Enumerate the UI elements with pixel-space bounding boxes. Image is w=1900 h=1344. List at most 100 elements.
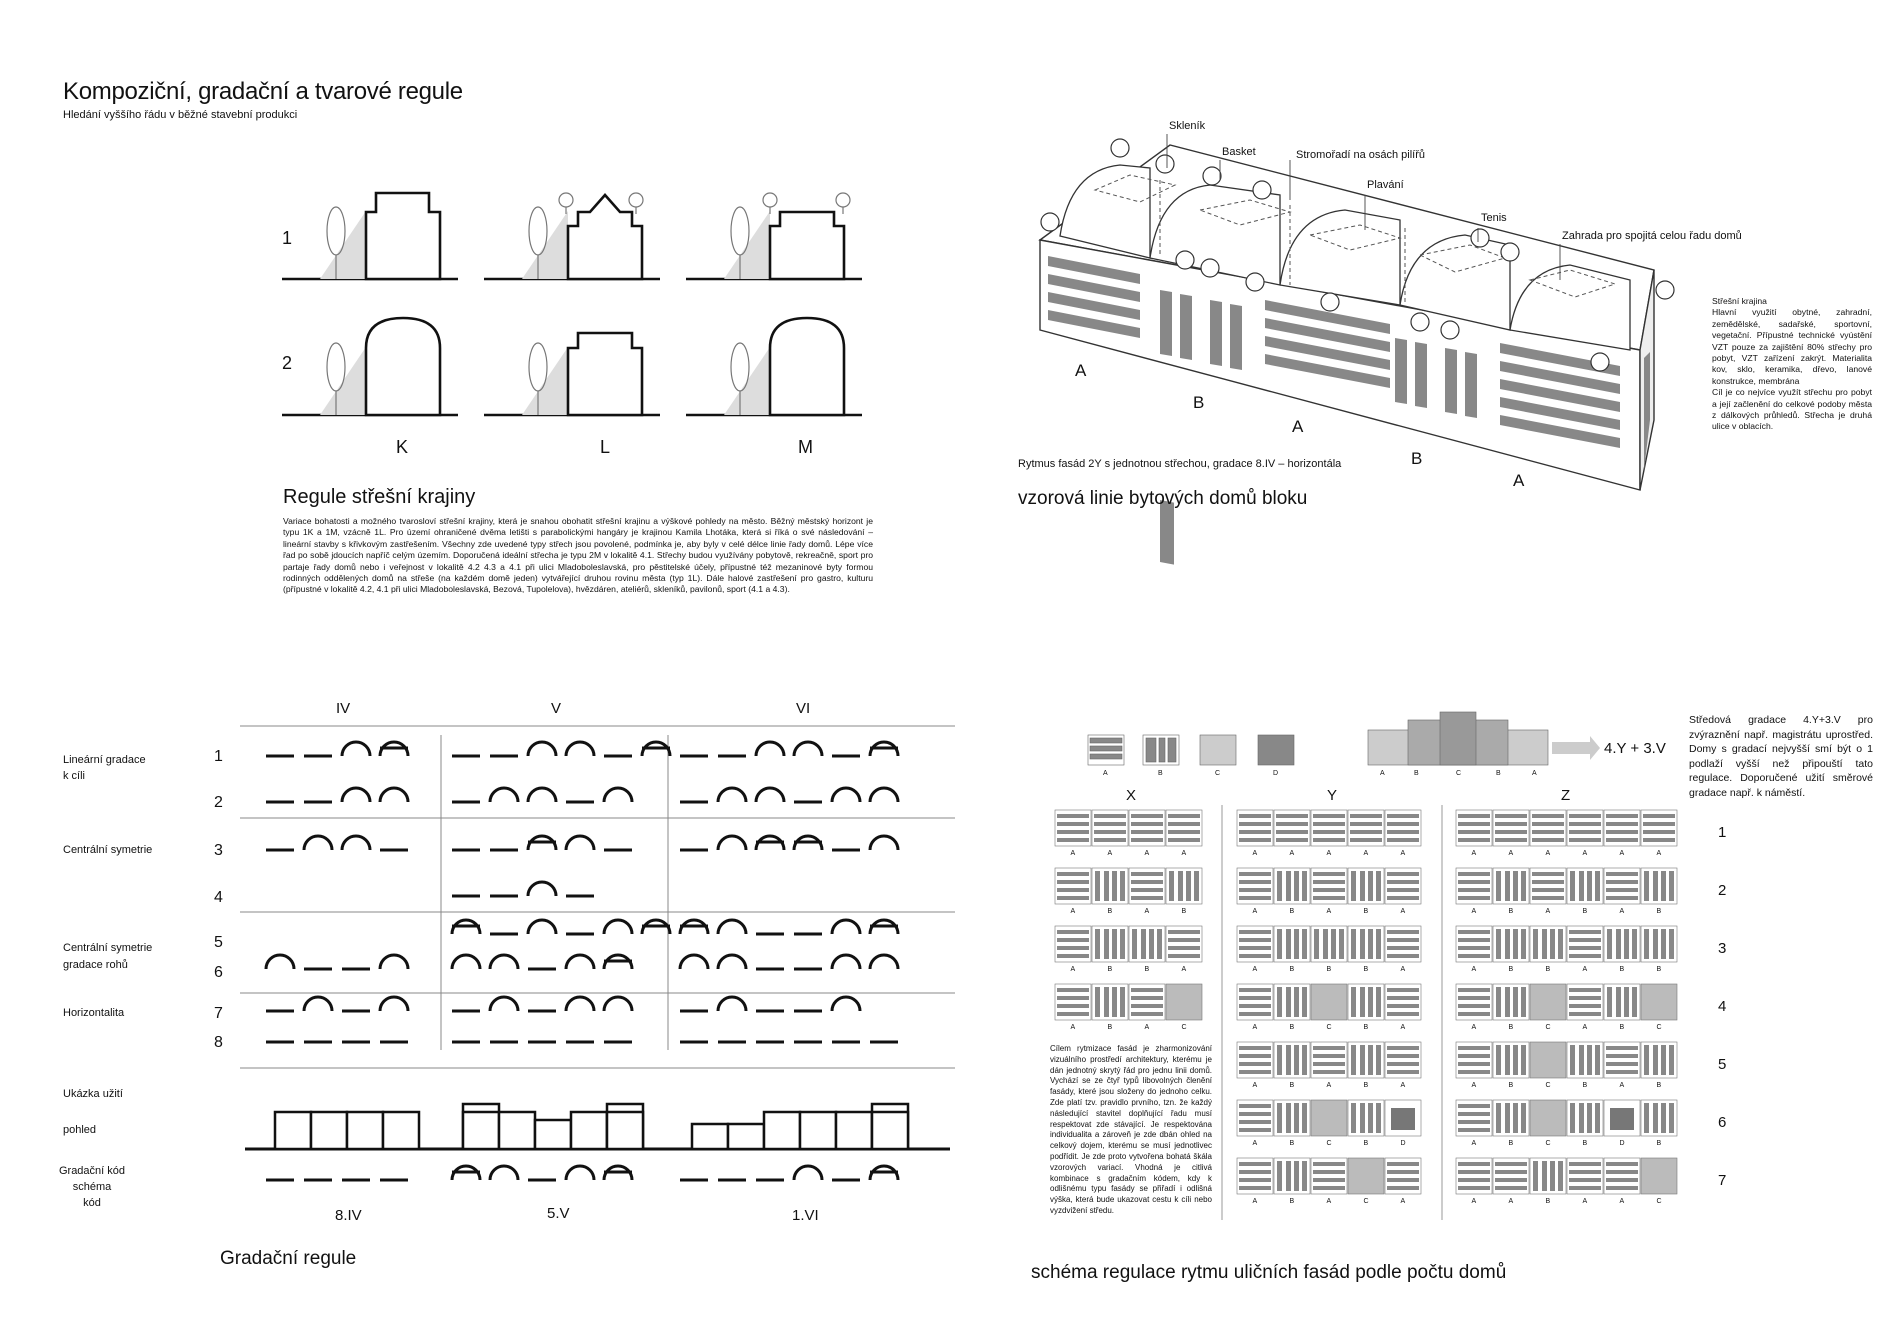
facade-side-text: Středová gradace 4.Y+3.V pro zvýraznění …: [1689, 713, 1873, 800]
facade-unit-letter: B: [1145, 966, 1150, 973]
facade-unit-letter: A: [1583, 850, 1588, 857]
facade-unit: [1567, 984, 1603, 1020]
gradation-mark: [756, 836, 784, 850]
facade-unit: [1274, 1100, 1310, 1136]
code-label: Gradační kód schéma kód: [52, 1163, 132, 1211]
axo-label-basket: Basket: [1222, 146, 1256, 158]
code-5v: 5.V: [547, 1205, 570, 1222]
grad-row-2: 2: [214, 794, 223, 812]
facade-col-z: Z: [1561, 787, 1570, 804]
facade-unit-letter: A: [1327, 908, 1332, 915]
gradation-mark: [718, 955, 746, 969]
facade-unit-letter: A: [1401, 966, 1406, 973]
facade-unit-letter: B: [1182, 908, 1187, 915]
roof-text: Variace bohatosti a možného tvarosloví s…: [283, 516, 873, 596]
facade-unit-letter: A: [1253, 1198, 1258, 1205]
type-b: B: [1158, 770, 1163, 777]
facade-unit: [1493, 1158, 1529, 1194]
facade-unit: [1493, 810, 1529, 846]
facade-unit: [1237, 926, 1273, 962]
facade-unit: [1567, 1042, 1603, 1078]
facade-unit-letter: A: [1472, 1024, 1477, 1031]
roof-heading: Regule střešní krajiny: [283, 486, 475, 509]
facade-unit: [1493, 1042, 1529, 1078]
facade-unit-letter: B: [1546, 966, 1551, 973]
facade-unit-letter: B: [1583, 1082, 1588, 1089]
roof-col-m: M: [798, 437, 813, 458]
facade-unit-letter: B: [1546, 1198, 1551, 1205]
facade-unit-letter: C: [1546, 1024, 1551, 1031]
facade-unit: [1456, 1158, 1492, 1194]
facade-unit: [1641, 1100, 1677, 1136]
facade-unit: [1385, 1100, 1421, 1136]
facade-unit: [1456, 868, 1492, 904]
facade-unit: [1493, 926, 1529, 962]
gradation-mark: [452, 1166, 480, 1180]
facade-unit: [1274, 1158, 1310, 1194]
facade-unit-letter: A: [1327, 1198, 1332, 1205]
view-label: pohled: [63, 1124, 96, 1136]
facade-unit: [1311, 926, 1347, 962]
gradation-mark: [528, 836, 556, 850]
facade-unit: [1456, 984, 1492, 1020]
axo-label-tenis: Tenis: [1481, 212, 1507, 224]
facade-unit: [1641, 1042, 1677, 1078]
grad-group-linear: Lineární gradace k cíli: [63, 752, 146, 784]
facade-unit-letter: B: [1657, 966, 1662, 973]
facade-unit-letter: A: [1509, 850, 1514, 857]
facade-unit-letter: A: [1620, 1198, 1625, 1205]
facade-unit: [1604, 810, 1640, 846]
facade-unit-letter: A: [1583, 1024, 1588, 1031]
facade-unit: [1311, 868, 1347, 904]
gradation-mark: [718, 788, 746, 802]
facade-unit-letter: C: [1327, 1024, 1332, 1031]
facade-unit: [1604, 926, 1640, 962]
facade-unit-letter: A: [1253, 1082, 1258, 1089]
facade-unit-letter: A: [1401, 908, 1406, 915]
gradation-mark: [380, 997, 408, 1011]
facade-unit-letter: A: [1401, 1024, 1406, 1031]
facade-unit-letter: A: [1583, 966, 1588, 973]
center-letter-2: B: [1414, 770, 1419, 777]
axo-heading: vzorová linie bytových domů bloku: [1018, 488, 1307, 510]
axo-label-stromoradi: Stromořadí na osách pilířů: [1296, 149, 1425, 161]
gradation-mark: [604, 997, 632, 1011]
facade-unit: [1641, 926, 1677, 962]
facade-unit-letter: B: [1290, 1140, 1295, 1147]
facade-unit: [1274, 868, 1310, 904]
gradation-mark: [642, 920, 670, 934]
facade-unit: [1493, 868, 1529, 904]
gradation-mark: [718, 836, 746, 850]
facade-unit: [1641, 984, 1677, 1020]
facade-unit-letter: A: [1290, 850, 1295, 857]
axo-letter-a3: A: [1513, 471, 1524, 491]
facade-unit: [1530, 1100, 1566, 1136]
gradation-mark: [528, 882, 556, 896]
gradation-mark: [794, 742, 822, 756]
gradation-mark: [566, 1166, 594, 1180]
facade-unit-letter: C: [1182, 1024, 1187, 1031]
facade-unit-letter: C: [1364, 1198, 1369, 1205]
gradation-mark: [380, 788, 408, 802]
grad-row-8: 8: [214, 1034, 223, 1052]
roof-col-k: K: [396, 437, 408, 458]
gradation-mark: [490, 955, 518, 969]
facade-unit: [1274, 984, 1310, 1020]
facade-unit: [1530, 868, 1566, 904]
facade-row-number: 7: [1718, 1172, 1726, 1189]
facade-unit: [1237, 868, 1273, 904]
roof-row-1: 1: [282, 228, 292, 249]
facade-unit: [1604, 868, 1640, 904]
facade-unit-letter: A: [1472, 966, 1477, 973]
facade-unit-letter: A: [1546, 850, 1551, 857]
gradation-mark: [528, 742, 556, 756]
facade-unit-letter: B: [1290, 1198, 1295, 1205]
facade-row-number: 1: [1718, 824, 1726, 841]
facade-unit-letter: A: [1253, 966, 1258, 973]
facade-unit-letter: A: [1583, 1198, 1588, 1205]
facade-unit-letter: B: [1657, 1140, 1662, 1147]
facade-unit: [1604, 1158, 1640, 1194]
code-8iv: 8.IV: [335, 1207, 362, 1224]
axo-label-sklenik: Skleník: [1169, 120, 1205, 132]
page-title: Kompoziční, gradační a tvarové regule: [63, 78, 463, 106]
